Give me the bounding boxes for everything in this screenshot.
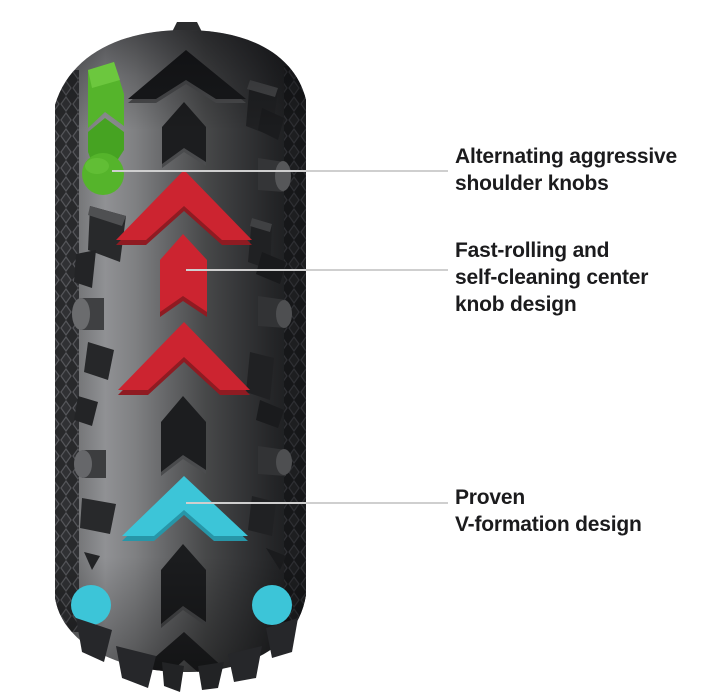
- green-shoulder-knob-group: [82, 62, 124, 195]
- label-line: V-formation design: [455, 513, 642, 536]
- red-wide-chevron-bottom: [118, 322, 250, 390]
- red-center-arrow-knob: [160, 234, 207, 312]
- label-line: Alternating aggressive: [455, 145, 678, 168]
- label-line: Fast-rolling and: [455, 239, 610, 262]
- label-line: knob design: [455, 293, 577, 316]
- label-line: Proven: [455, 486, 525, 509]
- callout-line-v-formation: [186, 502, 448, 504]
- cyan-v-chevron: [122, 476, 248, 536]
- tire-illustration: [55, 22, 306, 692]
- red-center-knob-group: [116, 170, 252, 395]
- callout-label-v-formation: Proven V-formation design: [455, 484, 642, 538]
- callout-label-shoulder-knobs: Alternating aggressive shoulder knobs: [455, 143, 677, 197]
- cyan-round-knob-left: [71, 585, 111, 625]
- cyan-v-formation-group: [71, 476, 292, 625]
- cyan-round-knob-right: [252, 585, 292, 625]
- red-wide-chevron-top: [116, 170, 252, 240]
- label-line: shoulder knobs: [455, 172, 609, 195]
- callout-line-center-knobs: [186, 269, 448, 271]
- label-line: self-cleaning center: [455, 266, 649, 289]
- bottom-tread-teeth: [76, 618, 298, 692]
- callout-line-shoulder-knobs: [112, 170, 448, 172]
- callout-label-center-knobs: Fast-rolling and self-cleaning center kn…: [455, 237, 648, 318]
